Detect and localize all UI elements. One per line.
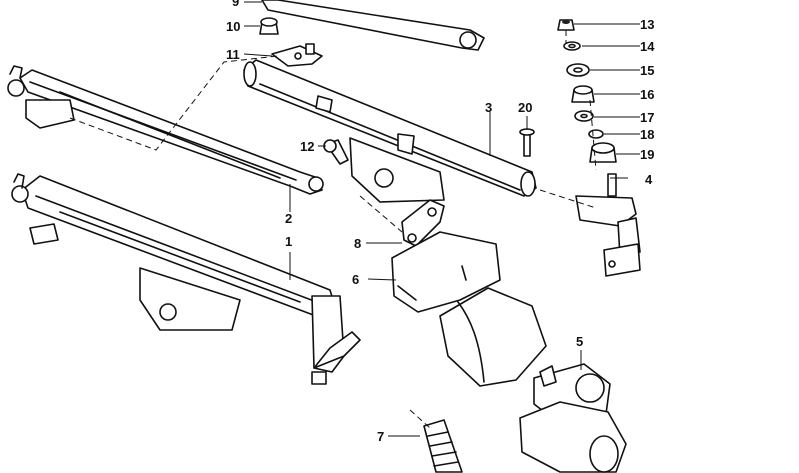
part-4-pivot <box>575 173 641 277</box>
part-18-spacer <box>588 129 604 139</box>
callout-12: 12 <box>300 139 314 154</box>
part-16-nut <box>571 85 595 103</box>
callout-20: 20 <box>518 100 532 115</box>
callout-4: 4 <box>645 172 653 187</box>
callout-19: 19 <box>640 147 654 162</box>
callout-18: 18 <box>640 127 654 142</box>
part-6-boot <box>391 231 547 387</box>
callouts: 1 2 3 4 5 6 7 8 9 10 11 12 13 14 15 16 1… <box>226 0 655 444</box>
callout-8: 8 <box>354 236 361 251</box>
callout-16: 16 <box>640 87 654 102</box>
part-9-rod <box>261 0 485 51</box>
part-12-bolt <box>323 139 349 165</box>
callout-3: 3 <box>485 100 492 115</box>
callout-15: 15 <box>640 63 654 78</box>
assembly-dashes <box>69 30 597 429</box>
part-19-gear-nut <box>589 142 617 163</box>
part-11-bracket <box>271 43 323 67</box>
part-10-nut <box>259 17 279 35</box>
callout-1: 1 <box>285 234 292 249</box>
part-3-center-tube <box>243 59 537 203</box>
part-15-ring <box>566 63 590 77</box>
part-14-washer <box>563 41 581 51</box>
callout-2: 2 <box>285 211 292 226</box>
callout-9: 9 <box>232 0 239 9</box>
leader-lines <box>243 1 640 437</box>
part-20-bolt <box>519 128 535 157</box>
part-13-cap-nut <box>557 19 575 31</box>
callout-14: 14 <box>640 39 655 54</box>
callout-10: 10 <box>226 19 240 34</box>
callout-5: 5 <box>576 334 583 349</box>
callout-11: 11 <box>226 47 240 62</box>
part-8-crank <box>401 199 445 247</box>
part-7-bellows <box>423 419 463 473</box>
callout-17: 17 <box>640 110 654 125</box>
part-17-washer <box>574 110 594 122</box>
hardware-stack <box>557 19 617 163</box>
callout-13: 13 <box>640 17 654 32</box>
part-1-frame-lower <box>11 173 361 385</box>
callout-7: 7 <box>377 429 384 444</box>
part-5-motor <box>519 363 627 473</box>
part-2-linkage-upper <box>7 65 324 195</box>
callout-6: 6 <box>352 272 359 287</box>
